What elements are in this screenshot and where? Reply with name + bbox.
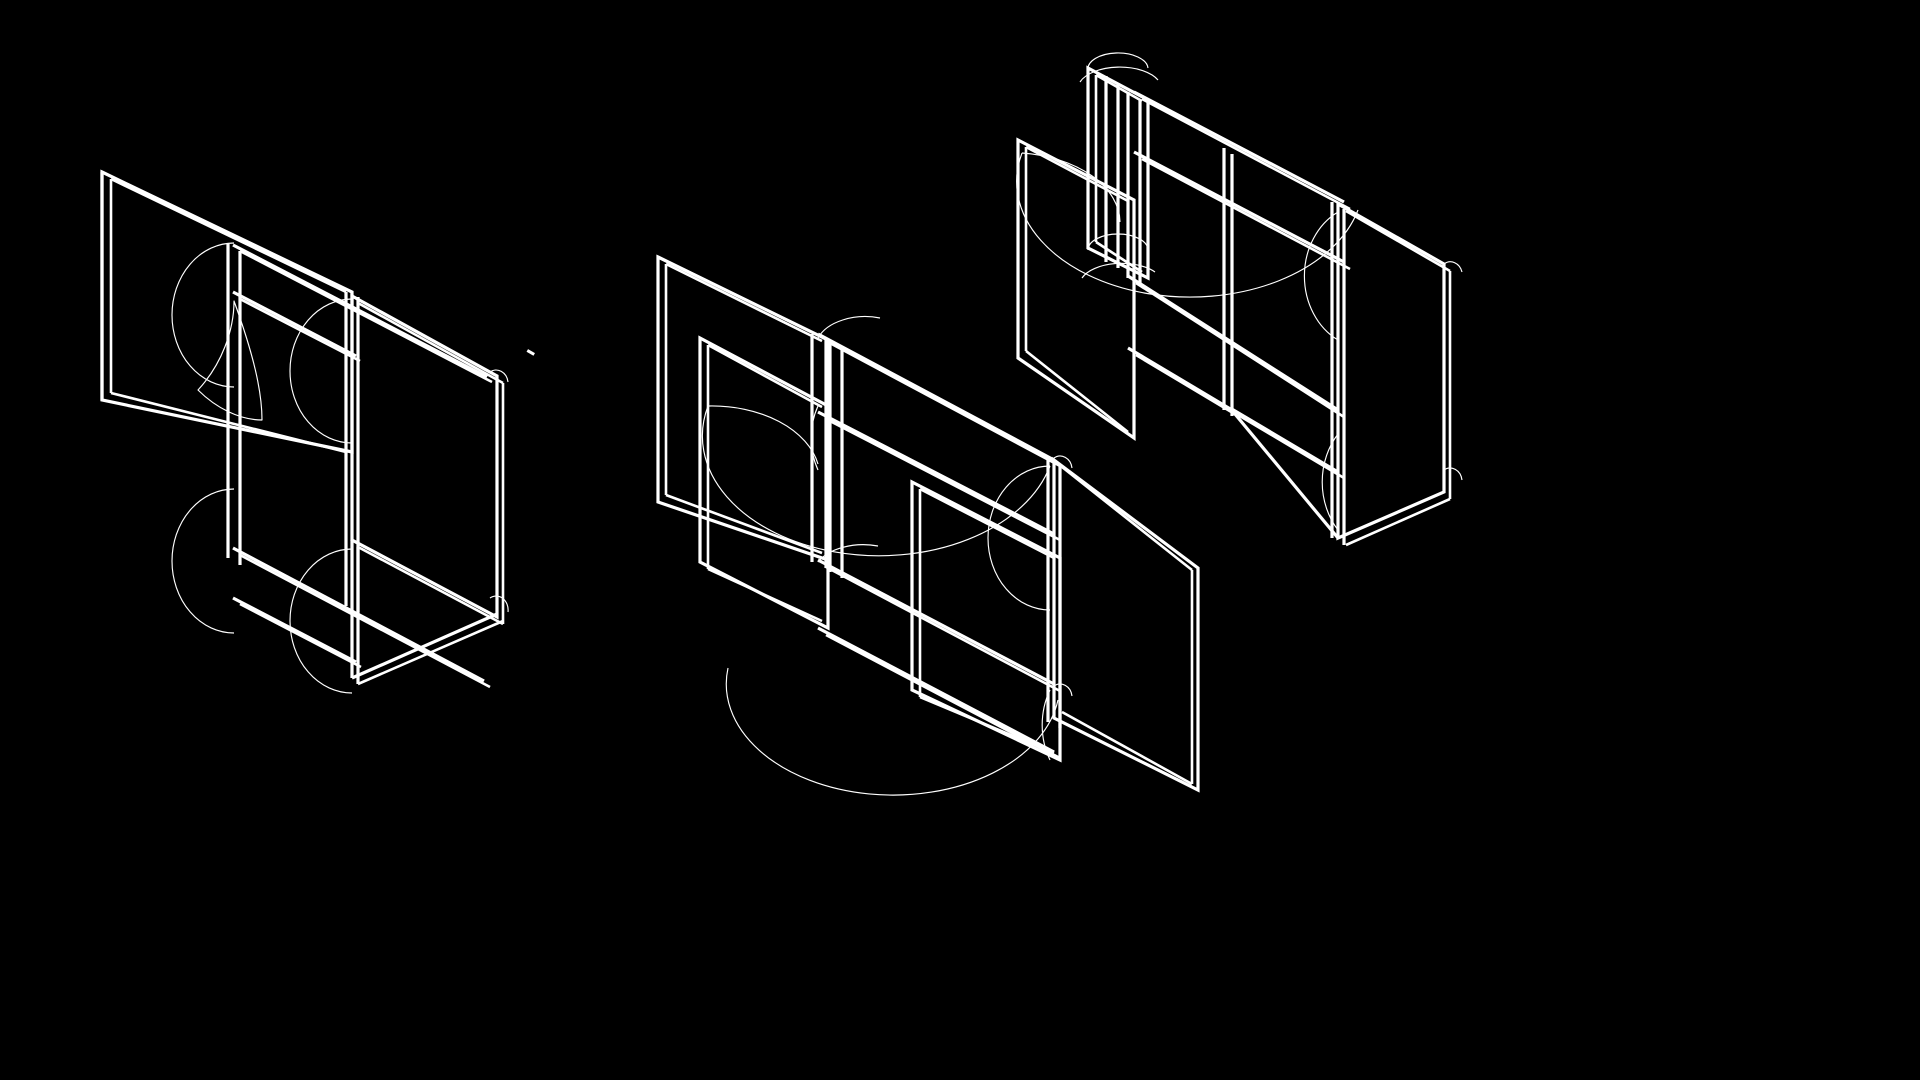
panel-right-far-right-inner-bot bbox=[1345, 497, 1451, 547]
panel-right-bottom-connector-bot2 bbox=[1135, 353, 1239, 418]
panel-right-bottom-connector-bot bbox=[1127, 346, 1233, 412]
assembly-left[interactable] bbox=[100, 169, 505, 694]
panel-left-lower-mid-bot bbox=[232, 596, 357, 664]
panel-right-edge-caps bbox=[1443, 261, 1463, 481]
arc-l-1 bbox=[171, 242, 235, 388]
panel-right-far-right[interactable] bbox=[1336, 201, 1452, 547]
detail-overlays bbox=[489, 52, 1149, 697]
arc-right-bottom-dome bbox=[1087, 233, 1149, 251]
panel-right-far-mullion[interactable] bbox=[1330, 202, 1346, 545]
arc-m-3 bbox=[987, 465, 1051, 611]
panel-right-mullion-b[interactable] bbox=[1126, 92, 1142, 284]
panel-left-front-right-outer bbox=[350, 293, 499, 620]
panel-mid-top-connector-top2 bbox=[825, 339, 1061, 468]
panel-mid-inner-slab[interactable] bbox=[698, 335, 830, 631]
arc-upper-left-swing bbox=[197, 300, 263, 421]
arc-right-cap-top bbox=[1443, 261, 1463, 273]
panel-left-middle-upper[interactable] bbox=[232, 243, 493, 384]
panel-left-middle-upper-bottom2 bbox=[239, 297, 361, 363]
arc-mid-cap-upper bbox=[1053, 455, 1073, 469]
panel-right-left-tall-inner-bot bbox=[1025, 349, 1129, 434]
panel-mid-inner-slab-outer bbox=[698, 335, 830, 631]
stray-tick-mark bbox=[526, 349, 535, 356]
panel-mid-top-connector[interactable] bbox=[817, 332, 1061, 542]
panel-left-middle-upper-top bbox=[232, 243, 488, 379]
panel-mid-top-connector-bot bbox=[817, 410, 1055, 536]
panel-mid-bottom-connector-bot2 bbox=[825, 633, 1061, 760]
panel-right-top-connector-bot2 bbox=[1141, 157, 1351, 271]
panel-right-left-tall-inner-top bbox=[1025, 145, 1129, 203]
panel-mid-bottom-connector[interactable] bbox=[817, 558, 1061, 760]
panel-mid-mullion-a[interactable] bbox=[810, 334, 828, 568]
panel-mid-bottom-connector-top2 bbox=[825, 565, 1061, 693]
panel-right-top-connector-bot bbox=[1133, 150, 1345, 264]
arc-m-1 bbox=[817, 316, 881, 339]
panel-left-lower-right[interactable] bbox=[350, 540, 504, 686]
panel-mid-front-lower-inner-top bbox=[919, 487, 1055, 560]
panel-right-center-upright[interactable] bbox=[1222, 148, 1234, 416]
panel-mid-mullion-b[interactable] bbox=[828, 344, 844, 578]
panel-right-top-connector[interactable] bbox=[1133, 90, 1351, 271]
panel-mid-top-connector-bot2 bbox=[825, 417, 1061, 542]
panel-left-middle-upper-top2 bbox=[239, 249, 493, 384]
panel-mid-far-right-inner-top bbox=[1061, 465, 1193, 572]
panel-right-lower-return[interactable] bbox=[1228, 406, 1345, 540]
panel-mid-back-left-inner-bot bbox=[665, 493, 823, 555]
panel-mid-front-lower-inner-bot bbox=[919, 695, 1055, 755]
arc-l-3 bbox=[171, 488, 235, 634]
panel-right-lower-return-bot bbox=[1228, 406, 1340, 540]
panel-right-top-connector-top bbox=[1133, 90, 1345, 204]
panel-mid-far-right-inner-bot bbox=[1061, 710, 1193, 786]
arc-r-1 bbox=[1079, 66, 1159, 83]
panel-mid-inner-slab-inner-bot bbox=[707, 567, 823, 623]
panel-mid-bottom-connector-bot bbox=[817, 626, 1055, 754]
panel-right-far-right-outer bbox=[1336, 201, 1446, 541]
arc-m-5 bbox=[725, 667, 1059, 796]
panel-left-front-right-inner-bot bbox=[357, 545, 504, 626]
panel-left-back-upper-inner bbox=[110, 177, 347, 294]
panel-right-mullion-a[interactable] bbox=[1104, 76, 1120, 268]
arc-r-2 bbox=[1016, 152, 1359, 298]
panel-left-front-right-inner-top bbox=[357, 301, 504, 385]
panel-left-lower-right-close bbox=[351, 612, 498, 680]
panel-mid-inner-slab-inner-top bbox=[707, 343, 823, 409]
arc-right-cap-bot bbox=[1443, 467, 1463, 481]
assembly-right[interactable] bbox=[1016, 65, 1463, 547]
panel-left-lower-mid-bot2 bbox=[239, 602, 362, 669]
arc-left-cap-upper bbox=[489, 369, 509, 383]
arc-l-2 bbox=[289, 298, 353, 444]
panel-left-mullion-a[interactable] bbox=[226, 244, 242, 565]
arc-r-4 bbox=[1303, 211, 1339, 341]
panel-right-lower-return-top2 bbox=[1237, 413, 1345, 480]
panel-right-bottom-connector-top2 bbox=[1135, 281, 1345, 419]
panel-mid-bottom-connector-top bbox=[817, 558, 1055, 686]
panel-mid-front-lower[interactable] bbox=[910, 479, 1062, 763]
panel-right-far-right-inner-top bbox=[1345, 209, 1451, 273]
assembly-middle[interactable] bbox=[656, 254, 1200, 796]
panel-right-narrow-slab-outer bbox=[1086, 65, 1150, 281]
panel-mid-far-right[interactable] bbox=[1052, 456, 1200, 793]
panel-mid-back-left-inner-top bbox=[665, 262, 823, 343]
arc-mid-cap-lower bbox=[1053, 683, 1073, 697]
panel-mid-top-connector-top bbox=[817, 332, 1055, 462]
panel-left-lower-right-close2 bbox=[357, 619, 504, 686]
panel-mid-front-lower-outer bbox=[910, 479, 1062, 763]
arc-left-cap-lower bbox=[489, 595, 509, 613]
panel-right-lower-return-top bbox=[1229, 406, 1339, 474]
panel-left-middle-upper-bottom bbox=[232, 290, 357, 358]
arc-l-4 bbox=[289, 548, 353, 694]
panel-mid-far-right-outer bbox=[1052, 456, 1200, 793]
panel-left-front-right[interactable] bbox=[350, 293, 505, 626]
assembly-left-arcs bbox=[171, 242, 353, 694]
panel-right-top-connector-top2 bbox=[1141, 97, 1351, 211]
panel-left-lower-mid-top2 bbox=[239, 553, 491, 689]
arc-right-top-dome bbox=[1087, 52, 1149, 71]
